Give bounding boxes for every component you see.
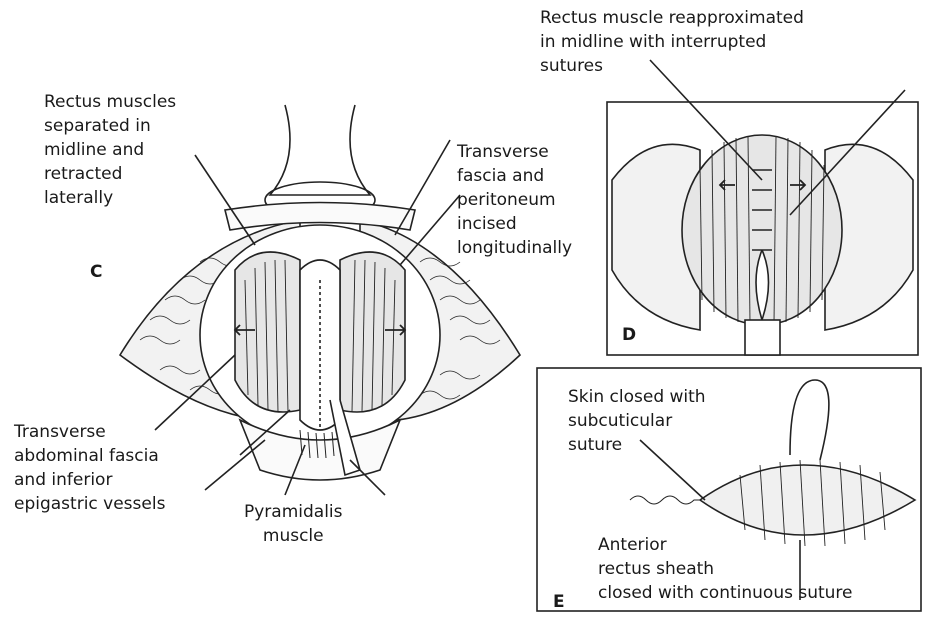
label-anterior-rectus-sheath: Anterior rectus sheath closed with conti… bbox=[598, 533, 853, 605]
label-skin-closed: Skin closed with subcuticular suture bbox=[568, 385, 706, 457]
label-transverse-fascia-peritoneum: Transverse fascia and peritoneum incised… bbox=[457, 140, 572, 260]
label-transverse-abdominal-fascia: Transverse abdominal fascia and inferior… bbox=[14, 420, 165, 516]
panel-letter-e: E bbox=[553, 592, 565, 612]
label-pyramidalis-muscle: Pyramidalis muscle bbox=[244, 500, 343, 548]
label-rectus-reapproximated: Rectus muscle reapproximated in midline … bbox=[540, 6, 804, 78]
panel-letter-d: D bbox=[622, 325, 636, 345]
panel-d-drawing bbox=[607, 60, 918, 355]
panel-letter-c: C bbox=[90, 262, 102, 282]
label-rectus-separated: Rectus muscles separated in midline and … bbox=[44, 90, 176, 210]
